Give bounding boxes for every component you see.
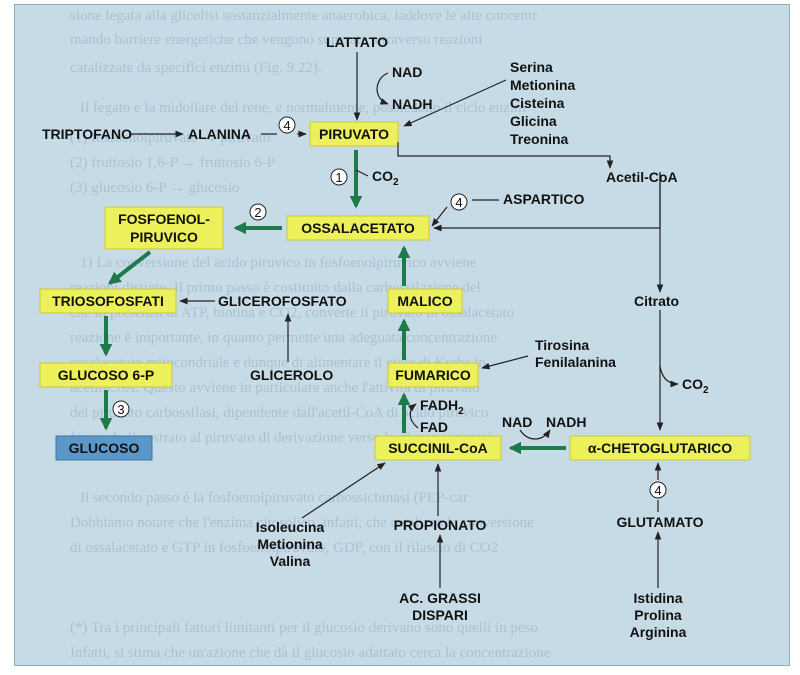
malico-label: MALICO [397, 293, 452, 309]
background-text-line: Dobbiamo notare che l'enzima citosolico,… [70, 515, 534, 531]
svg-text:4: 4 [654, 483, 661, 498]
background-text-line: 1) La conversione del acido piruvico in … [80, 255, 477, 271]
black-arrows [130, 52, 679, 588]
svg-text:2: 2 [254, 205, 261, 220]
background-text-line: Il secondo passo è la fosfoenolpiruvato … [80, 490, 468, 506]
glicina-label: Glicina [510, 113, 557, 129]
arrow-tirosina-to-fumarico [481, 355, 529, 370]
fumarico-label: FUMARICO [395, 367, 471, 383]
triptofano-label: TRIPTOFANO [42, 126, 132, 142]
background-text-line: catalizzate da specifici enzimi (Fig. 9.… [70, 60, 322, 76]
metionina-2-label: Metionina [257, 536, 323, 552]
prolina-label: Prolina [634, 607, 682, 623]
marker-3: 3 [112, 400, 130, 418]
marker-4-aspartico: 4 [450, 193, 468, 211]
dispari-label: DISPARI [412, 607, 468, 623]
glicerofosfato-label: GLICEROFOSFATO [218, 293, 347, 309]
background-text-line: ossalacetato mitocondriale e dunque di a… [70, 355, 486, 371]
lattato-label: LATTATO [326, 34, 388, 50]
arrow-isoleucina-to-succinil [301, 462, 386, 519]
fosfoenolpiruvico-label-1: FOSFOENOL- [118, 211, 210, 227]
arrow-aspartico-to-ossalacetato [431, 206, 448, 227]
arrow-citrato-co2 [659, 365, 679, 388]
glucoso-6p-label: GLUCOSO 6-P [58, 367, 154, 383]
green-arrows [99, 150, 566, 455]
box-ossalacetato: OSSALACETATO [286, 215, 430, 241]
arrow-aminoacids-to-piruvato [403, 79, 507, 127]
valina-label: Valina [270, 553, 311, 569]
succinil-coa-label: SUCCINIL-CoA [388, 440, 488, 456]
arrow-co2-top [355, 169, 369, 177]
arrow-piruvato-to-acetilcoa [397, 142, 614, 169]
glutamato-label: GLUTAMATO [616, 514, 703, 530]
cisteina-label: Cisteina [510, 95, 565, 111]
background-text-line: del piruvato carbossilasi, dipendente da… [70, 405, 489, 421]
background-text-line: (*) Tra i principali fattori limitanti p… [70, 620, 538, 636]
labels: LATTATO NAD NADH Serina Metionina Cistei… [42, 34, 709, 640]
glicerolo-label: GLICEROLO [250, 367, 333, 383]
background-text-line: Il fegato e la midollare del rene, e nor… [80, 100, 526, 116]
fenilalanina-label: Fenilalanina [535, 354, 616, 370]
marker-1: 1 [330, 168, 348, 186]
svg-text:4: 4 [455, 195, 462, 210]
alanina-label: ALANINA [188, 126, 251, 142]
nadh-mid-label: NADH [546, 414, 586, 430]
acetil-coa-label: Acetil-CoA [606, 169, 678, 185]
serina-label: Serina [510, 59, 553, 75]
background-text-line: (3) glucosio 6-P → glucosio [70, 180, 240, 196]
background-text-line: (2) fruttosio 1,6-P → fruttosio 6-P [70, 155, 276, 171]
ac-grassi-label: AC. GRASSI [399, 590, 481, 606]
triosofosfati-label: TRIOSOFOSFATI [52, 293, 164, 309]
citrato-label: Citrato [634, 293, 679, 309]
co2-right-label: CO2 [682, 376, 709, 396]
box-triosofosfati: TRIOSOFOSFATI [39, 288, 177, 314]
box-glucoso-6p: GLUCOSO 6-P [39, 362, 173, 388]
background-text-line: di ossalacetato e GTP in fosfoenolpiruva… [70, 540, 499, 556]
background-text-line: sione legata alla glicolisi sostanzialme… [70, 8, 538, 24]
svg-text:4: 4 [283, 118, 290, 133]
tirosina-label: Tirosina [535, 337, 589, 353]
box-malico: MALICO [387, 288, 463, 314]
fadh2-label: FADH2 [420, 397, 464, 417]
metionina-label: Metionina [510, 77, 576, 93]
arrow-nad-to-nadh [376, 72, 389, 105]
background-text-line: Infatti, si stima che un'azione che dà i… [70, 645, 551, 661]
piruvato-label: PIRUVATO [319, 126, 389, 142]
background-text-line: reazione è importante, in quanto permett… [70, 330, 497, 346]
box-fumarico: FUMARICO [387, 362, 479, 388]
nadh-top-label: NADH [392, 96, 432, 112]
ossalacetato-label: OSSALACETATO [301, 220, 415, 236]
istidina-label: Istidina [633, 590, 682, 606]
isoleucina-label: Isoleucina [256, 519, 325, 535]
nad-mid-label: NAD [502, 414, 532, 430]
treonina-label: Treonina [510, 131, 569, 147]
glucoso-label: GLUCOSO [69, 440, 140, 456]
arrow-fad-fadh2 [407, 403, 419, 429]
arginina-label: Arginina [630, 624, 687, 640]
svg-text:1: 1 [335, 170, 342, 185]
fosfoenolpiruvico-label-2: PIRUVICO [130, 229, 198, 245]
nad-top-label: NAD [392, 64, 422, 80]
box-piruvato: PIRUVATO [309, 121, 399, 147]
marker-2: 2 [249, 203, 267, 221]
marker-4-alanina: 4 [278, 116, 296, 134]
background-text-line: (1) fosfoenolpiruvato → piruvato [70, 130, 271, 146]
box-alfa-chetoglutarico: α-CHETOGLUTARICO [569, 435, 751, 461]
marker-4-glutamato: 4 [649, 481, 667, 499]
alfa-chetoglutarico-label: α-CHETOGLUTARICO [588, 440, 732, 456]
fad-label: FAD [420, 419, 448, 435]
background-text-line: mando barriere energetiche che vengono s… [70, 32, 483, 48]
propionato-label: PROPIONATO [394, 517, 487, 533]
box-succinil-coa: SUCCINIL-CoA [374, 435, 502, 461]
arrow-pep-to-triosofosfati [107, 250, 152, 285]
svg-text:3: 3 [117, 402, 124, 417]
co2-top-label: CO2 [372, 168, 399, 188]
aspartico-label: ASPARTICO [503, 191, 585, 207]
box-glucoso: GLUCOSO [55, 435, 153, 461]
arrow-nad-nadh-mid [519, 429, 551, 440]
box-fosfoenolpiruvico: FOSFOENOL- PIRUVICO [104, 206, 224, 250]
